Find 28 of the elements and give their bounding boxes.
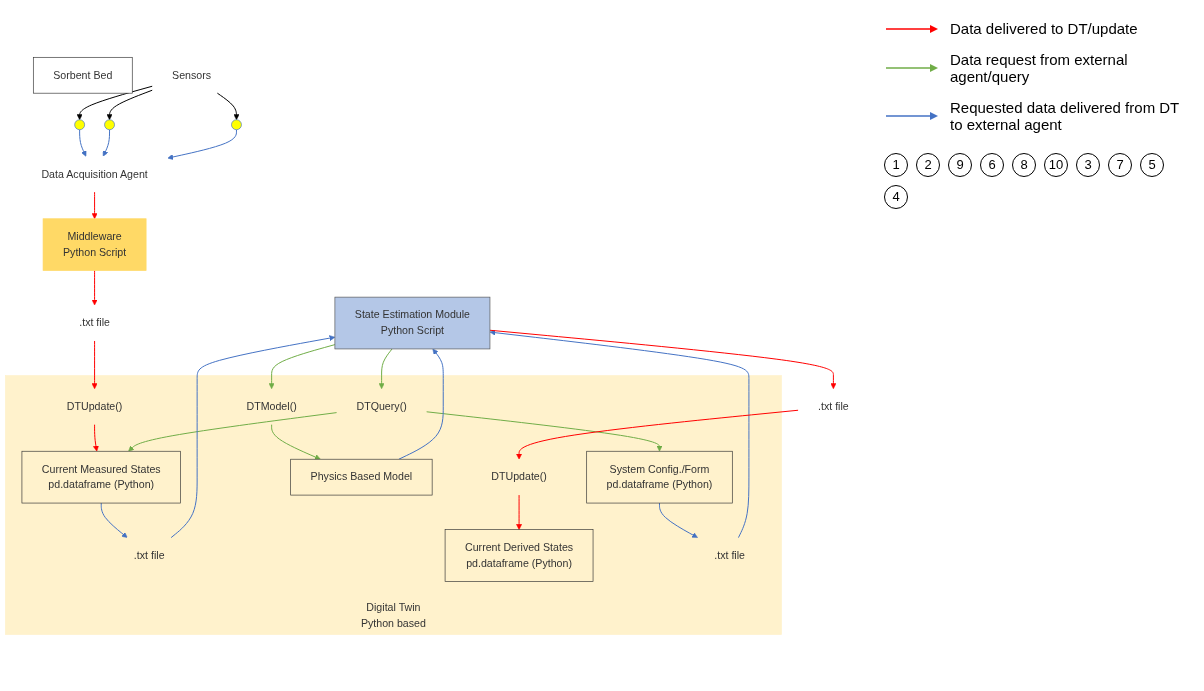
- node-box: [444, 528, 594, 582]
- node-circle: [74, 119, 85, 130]
- node-circle: [231, 119, 242, 130]
- node-text: .txt file: [818, 400, 849, 412]
- node-box: [334, 296, 491, 349]
- node-box: [290, 458, 433, 495]
- arrow: [516, 494, 522, 530]
- node-circle: [104, 119, 115, 130]
- cluster: [5, 374, 782, 635]
- node-text: .txt file: [133, 549, 165, 561]
- node-text: DTQuery(): [356, 400, 407, 412]
- node-box: [586, 450, 733, 503]
- legend-text: Data request from external agent/query: [950, 51, 1129, 85]
- legend-text: Data delivered to DT/update: [950, 20, 1138, 37]
- node-box: [42, 217, 147, 271]
- node-text: Sensors: [172, 68, 212, 81]
- node-text: Data Acquisition Agent: [41, 167, 148, 180]
- node-box: [33, 56, 133, 94]
- node-text: .txt file: [79, 316, 110, 328]
- arrow: [79, 128, 87, 157]
- node-text: DTModel(): [246, 400, 297, 412]
- arrow: [93, 423, 99, 452]
- legend-text: Requested data delivered from DT to external agent: [950, 99, 1180, 133]
- node-text: DTUpdate(): [66, 400, 123, 412]
- node-box: [21, 450, 181, 503]
- node-text: DTUpdate(): [491, 470, 547, 483]
- flowchart: Sorbent Bed Sensors Data Acquisition Agent Middleware Python Script State Estimation Module Python Script .txt file DTUpdate() DTModel() DTQuery() .txt file Current Measured States pd.dataframe (Python) System Config./Form pd.dataframe (Python) Physics Based Model DTUpdate() Current Derived States pd.dataframe (Python) .txt file .txt file Digital Twin Python based: [0, 51, 874, 640]
- node-text: .txt file: [714, 549, 745, 561]
